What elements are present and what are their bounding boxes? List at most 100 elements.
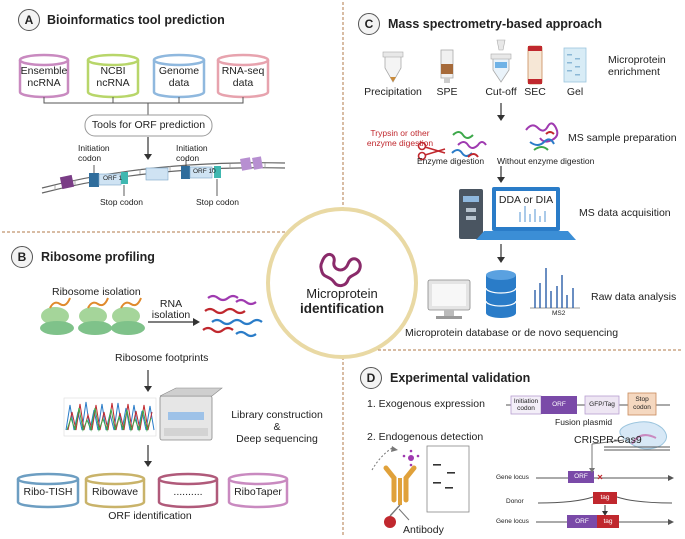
ribowave-label: Ribowave [91,486,139,498]
database-icon [485,270,517,318]
cylinder-connectors [43,97,244,115]
tool-cylinders [16,472,289,509]
detection-star-icon [402,449,420,467]
ms2-label: MS2 [552,310,566,317]
chromatogram [63,397,157,437]
ribotaper-label: RiboTaper [234,486,282,498]
raw-analysis-label: Raw data analysis [591,291,677,303]
method-spe: SPE [436,86,458,98]
cutoff-tube [490,39,512,83]
ribosome-isolation-label: Ribosome isolation [52,286,141,298]
center-line1: Microprotein [306,286,378,301]
panel-b-title: Ribosome profiling [41,250,155,264]
locus2-orf: ORF [575,518,589,525]
method-sec: SEC [524,86,546,98]
scissors-icon [417,141,446,161]
sequencer [159,387,223,441]
exogenous-label: 1. Exogenous expression [367,398,485,410]
orf10-label: ORF 10 [193,168,216,175]
gel-box [563,47,587,83]
fusion-plasmid [506,392,670,416]
precipitation-tube [382,51,404,83]
ellipsis-tool-label: .......... [173,486,203,498]
center-line2: identification [300,301,384,316]
acquisition-label: MS data acquisition [579,207,671,219]
dda-dia-label: DDA or DIA [498,194,554,206]
gene-locus-2 [536,515,674,528]
western-blot [426,445,470,513]
orf1-label: ORF 1 [103,175,123,182]
crispr-cas9-icon [604,421,670,451]
ms2-spectrum [530,268,580,309]
library-label: Library construction&Deep sequencing [231,409,323,445]
center-circle [266,207,418,359]
stop-codon-1: Stop codon [100,197,144,207]
endogenous-label: 2. Endogenous detection [367,431,484,443]
ribo-tish-label: Ribo-TISH [23,486,73,498]
spe-tube [440,49,454,83]
sample-prep-label: MS sample preparation [568,132,677,144]
gene-locus-1 [536,439,674,483]
donor [537,492,673,516]
panel-d-title: Experimental validation [390,371,531,385]
ribosomes [40,297,145,335]
panel-d-badge: D [360,367,382,389]
enzyme-digestion-label: Enzyme digestion [417,156,485,166]
cylinder-genome [152,53,206,99]
donor-label: Donor [506,498,524,505]
laptop-icon [476,187,576,240]
digested-protein [451,131,487,158]
panel-c-title: Mass spectrometry-based approach [388,17,602,31]
tools-box [84,114,213,137]
locus2-tag: tag [603,518,613,525]
donor-tag: tag [600,494,610,501]
method-gel: Gel [566,86,584,98]
panel-b-badge: B [11,246,33,268]
sec-column [527,45,543,85]
computer-icon [427,279,471,319]
tools-label: Tools for ORF prediction [91,119,206,131]
enrichment-tubes [382,39,587,85]
undigested-protein [525,122,559,151]
stop-codon-2: Stop codon [196,197,240,207]
method-cutoff: Cut-off [485,86,517,98]
gene-locus-label-1: Gene locus [496,474,529,481]
footprints-label: Ribosome footprints [115,352,209,364]
panel-a-title: Bioinformatics tool prediction [47,13,225,27]
method-precipitation: Precipitation [364,86,422,98]
panel-c-badge: C [358,13,380,35]
without-enzyme-label: Without enzyme digestion [497,156,595,166]
antibody-label: Antibody [403,524,444,536]
cylinder-rnaseq [216,53,270,99]
plasmid-orf: ORF [552,401,566,408]
panel-a-badge: A [18,9,40,31]
footprint-reads [202,294,263,338]
codon-pointers [93,158,218,196]
database-label: Microprotein database or de novo sequenc… [405,327,619,339]
mass-spectrometer-icon [459,189,483,239]
microprotein-squiggle-icon [319,253,362,288]
fusion-plasmid-label: Fusion plasmid [555,417,613,427]
gene-locus-label-2: Gene locus [496,518,529,525]
locus1-orf: ORF [574,473,588,480]
dna-strand [41,156,286,194]
cylinder-ncbi [86,53,140,99]
orf-identification-label: ORF identification [108,510,192,522]
crispr-label: CRISPR-Cas9 [574,434,642,446]
cylinder-ensemble [18,53,70,99]
antibody-icon [371,446,420,528]
database-cylinders [18,53,270,99]
plasmid-gfp-tag: GFP/Tag [589,401,615,408]
